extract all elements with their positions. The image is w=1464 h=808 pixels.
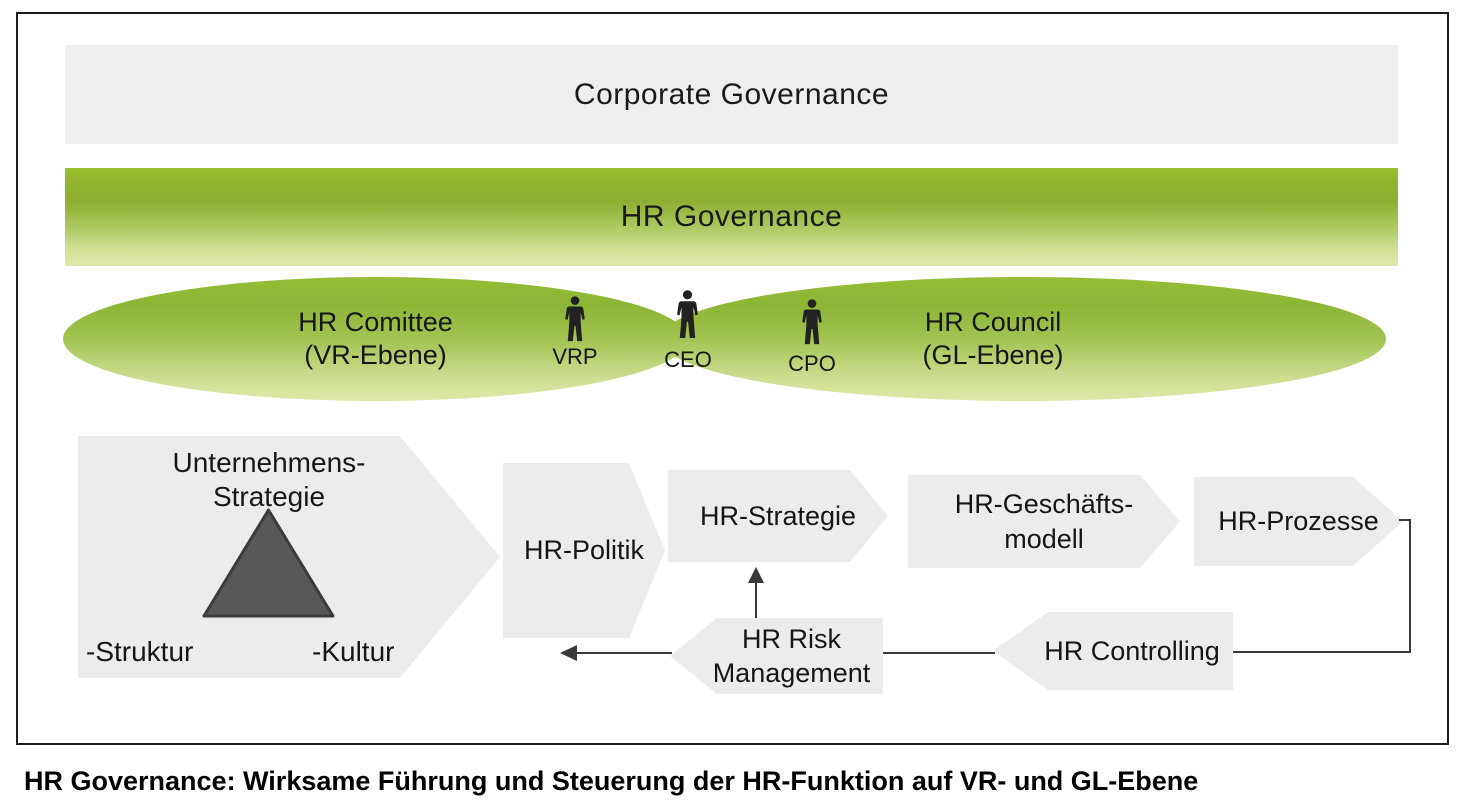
hr-prozesse-chevron: HR-Prozesse [1194, 477, 1403, 566]
hr-governance-label: HR Governance [620, 200, 843, 233]
hr-geschaeftsmodell-line1: HR-Geschäfts- [954, 489, 1134, 520]
hr-controlling-chevron: HR Controlling [993, 612, 1233, 690]
risk-to-politik-arrowhead-icon [560, 645, 577, 661]
risk-to-strategie-arrowhead-icon [748, 567, 764, 583]
ceo-label: CEO [664, 347, 712, 372]
unternehmens-strategie-chevron: Unternehmens- Strategie [78, 436, 500, 678]
hr-strategie-label: HR-Strategie [699, 500, 857, 531]
hr-geschaeftsmodell-line2: modell [1004, 523, 1084, 554]
vrp-label: VRP [552, 344, 598, 369]
hr-committee-line1: HR Comittee [298, 306, 453, 337]
hr-strategie-chevron: HR-Strategie [668, 470, 888, 562]
unternehmens-line1: Unternehmens- [172, 447, 366, 478]
unternehmens-strategie-label: Unternehmens- Strategie [108, 446, 430, 514]
hr-controlling-label: HR Controlling [1044, 635, 1220, 666]
prozesse-feedback-vertical-line [1409, 519, 1411, 653]
controlling-to-risk-line [883, 652, 995, 654]
risk-to-strategie-line [755, 582, 757, 618]
cpo-person-icon [799, 299, 825, 346]
hr-council-ellipse: HR Council (GL-Ebene) [660, 277, 1386, 401]
unternehmens-line2: Strategie [212, 481, 326, 513]
hr-committee-ellipse: HR Comittee (VR-Ebene) [63, 277, 688, 401]
hr-council-line2: (GL-Ebene) [922, 340, 1064, 370]
hr-risk-line1: HR Risk [741, 623, 841, 654]
corporate-governance-label: Corporate Governance [573, 77, 890, 111]
hr-risk-line2: Management [712, 658, 871, 688]
hr-geschaeftsmodell-chevron: HR-Geschäfts- modell [908, 475, 1180, 568]
hr-committee-line2: (VR-Ebene) [304, 340, 447, 370]
corporate-governance-bar: Corporate Governance [65, 45, 1398, 144]
hr-prozesse-label: HR-Prozesse [1218, 506, 1379, 537]
kultur-label: -Kultur [312, 636, 395, 667]
diagram-frame: Corporate Governance HR Governance HR Co… [16, 12, 1449, 745]
risk-to-politik-line [576, 652, 672, 654]
figure-caption: HR Governance: Wirksame Führung und Steu… [24, 766, 1199, 796]
hr-risk-management-label: HR Risk Management [713, 622, 871, 690]
strategy-triangle [200, 506, 337, 625]
struktur-label: -Struktur [86, 636, 194, 667]
hr-geschaeftsmodell-label: HR-Geschäfts- modell [955, 487, 1134, 555]
vrp-person-icon [562, 296, 588, 343]
hr-risk-management-chevron: HR Risk Management [670, 618, 883, 694]
prozesse-feedback-bottom-line [1233, 651, 1410, 653]
hr-council-label: HR Council (GL-Ebene) [922, 306, 1063, 373]
hr-politik-chevron: HR-Politik [503, 463, 665, 638]
hr-council-line1: HR Council [924, 306, 1062, 337]
prozesse-feedback-top-stub-line [1399, 519, 1411, 521]
hr-committee-label: HR Comittee (VR-Ebene) [298, 306, 453, 373]
hr-politik-label: HR-Politik [523, 535, 644, 566]
ceo-person-icon [674, 290, 701, 340]
cpo-label: CPO [788, 351, 836, 376]
hr-governance-bar: HR Governance [65, 168, 1398, 266]
